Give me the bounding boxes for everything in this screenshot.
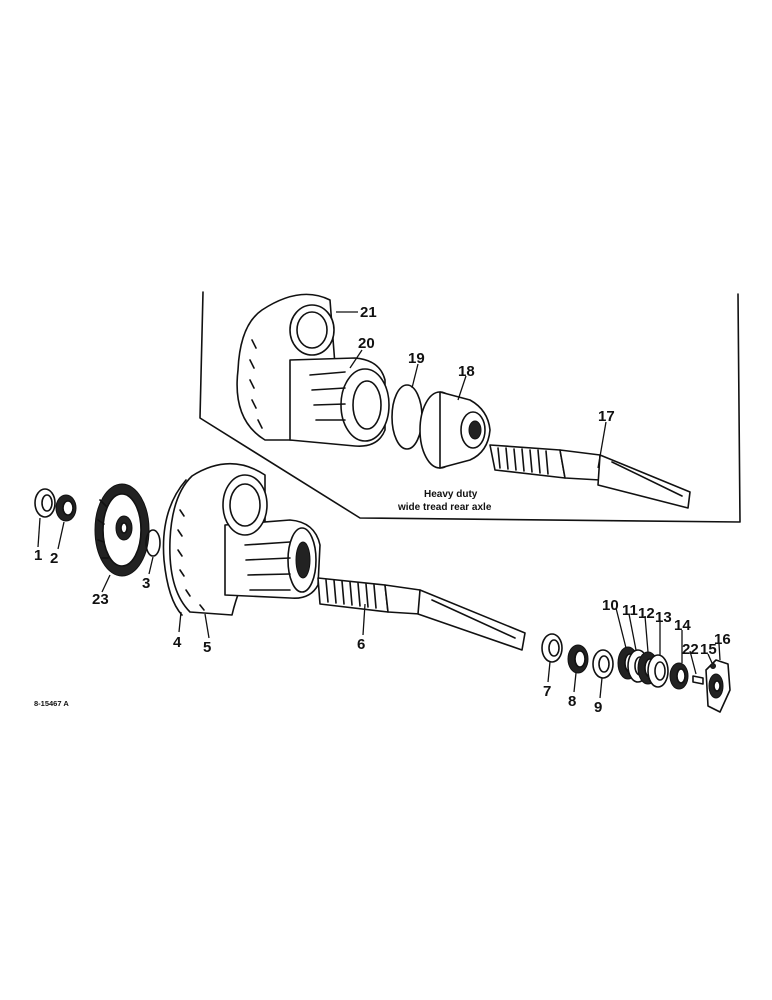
part-15-bolt-head [710, 663, 716, 669]
callout-8: 8 [568, 693, 576, 710]
part-22-bolt [692, 675, 704, 685]
callout-7: 7 [543, 683, 551, 700]
reference-code: 8-15467 A [34, 699, 69, 708]
callout-6: 6 [357, 636, 365, 653]
callout-22: 22 [682, 641, 699, 658]
callout-5: 5 [203, 639, 211, 656]
part-8-bearing-cone [567, 644, 589, 674]
callout-10: 10 [602, 597, 619, 614]
part-17-axle-shaft [489, 444, 691, 509]
part-1-bearing-cup [34, 488, 56, 518]
part-6-axle-shaft [317, 577, 526, 651]
part-9-washer [592, 649, 614, 679]
part-3-snap-ring [145, 529, 161, 557]
callout-15: 15 [700, 641, 717, 658]
callout-12: 12 [638, 605, 655, 622]
part-19-o-ring [391, 384, 423, 450]
callout-4: 4 [173, 634, 182, 651]
callout-13: 13 [655, 609, 672, 626]
callout-11: 11 [622, 602, 638, 619]
callout-18: 18 [458, 363, 475, 380]
part-2-bearing-cone [55, 494, 77, 522]
callout-17: 17 [598, 408, 615, 425]
part-4-gasket [162, 479, 187, 616]
part-14-seal [669, 662, 689, 690]
callout-2: 2 [50, 550, 58, 567]
callout-labels: 1 2 3 4 5 6 7 8 9 10 11 12 13 14 15 16 1… [34, 304, 731, 716]
inset-caption-line-1: Heavy duty [424, 489, 478, 500]
callout-20: 20 [358, 335, 375, 352]
inset-frame [199, 291, 741, 523]
inset-caption-line-2: wide tread rear axle [397, 502, 492, 513]
part-16-retainer [705, 659, 731, 713]
callout-3: 3 [142, 575, 150, 592]
part-18-hub [419, 391, 491, 469]
part-13-lock-washer [647, 654, 669, 688]
part-21-housing-upper [236, 293, 390, 447]
callout-23: 23 [92, 591, 109, 608]
callout-14: 14 [674, 617, 691, 634]
callout-16: 16 [714, 631, 731, 648]
part-5-housing-main [169, 462, 321, 616]
callout-21: 21 [360, 304, 377, 321]
part-7-bearing-cup [541, 633, 563, 663]
part-23-gear [94, 483, 150, 577]
callout-9: 9 [594, 699, 602, 716]
callout-1: 1 [34, 547, 42, 564]
callout-19: 19 [408, 350, 425, 367]
leader-lines [37, 311, 721, 699]
